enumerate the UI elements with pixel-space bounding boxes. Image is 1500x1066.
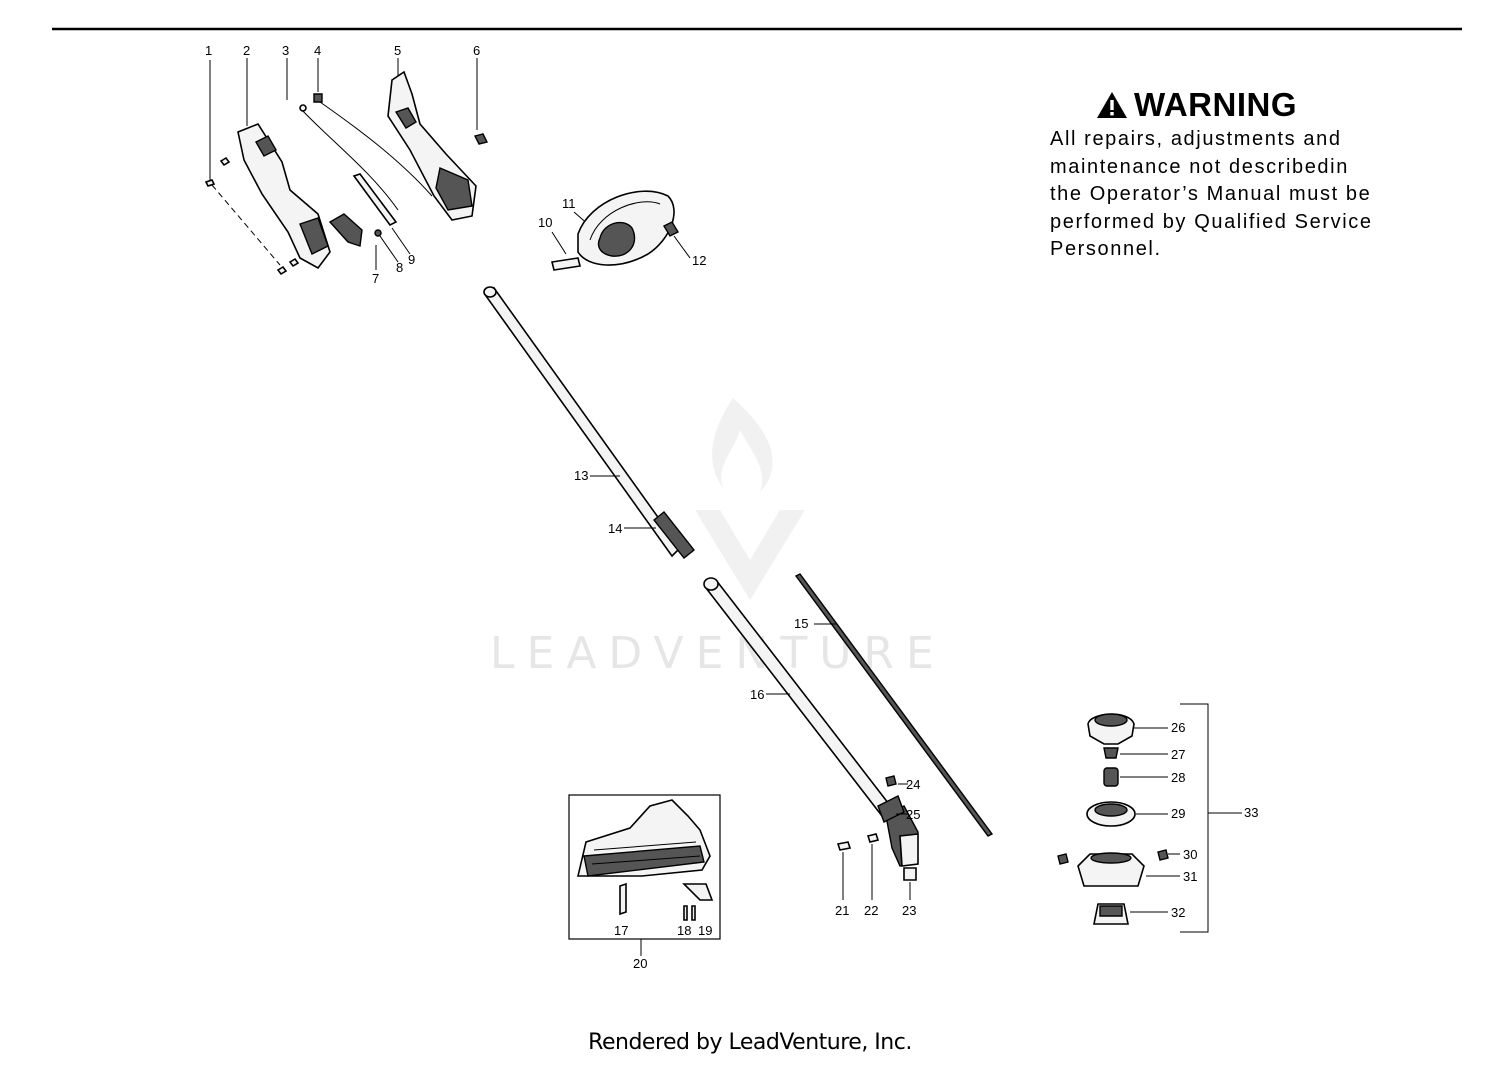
part-20-guard-kit-box — [568, 794, 721, 956]
warning-title: WARNING — [1096, 86, 1430, 124]
warning-line-2: maintenance not describedin — [1050, 155, 1349, 178]
callout-2: 2 — [243, 43, 250, 58]
part-31-housing — [1077, 852, 1180, 887]
warning-line-5: Personnel. — [1050, 238, 1162, 260]
callout-12: 12 — [692, 253, 706, 268]
part-12-knob — [663, 221, 691, 259]
callout-29: 29 — [1171, 806, 1185, 821]
part-19-blade — [682, 883, 714, 901]
callout-30: 30 — [1183, 847, 1197, 862]
part-3-wire — [286, 58, 399, 211]
callout-3: 3 — [282, 43, 289, 58]
part-30-eyelets — [1057, 849, 1180, 865]
callout-16: 16 — [750, 687, 764, 702]
callout-6: 6 — [473, 43, 480, 58]
callout-25: 25 — [906, 807, 920, 822]
callout-11: 11 — [562, 196, 576, 211]
warning-line-4: performed by Qualified Service — [1050, 210, 1373, 233]
part-8-spring — [374, 229, 399, 263]
part-7-trigger — [328, 213, 377, 270]
part-16-lower-shaft — [703, 577, 894, 818]
callout-22: 22 — [864, 903, 878, 918]
watermark-text: LEADVENTURE — [490, 628, 946, 679]
warning-line-3: the Operator’s Manual must be — [1050, 183, 1372, 205]
part-23-gear-head — [885, 805, 919, 900]
watermark-logo — [695, 398, 805, 600]
callout-19: 19 — [698, 923, 712, 938]
part-10-bolt — [551, 231, 581, 271]
callout-24: 24 — [906, 777, 920, 792]
callout-28: 28 — [1171, 770, 1185, 785]
part-9-link — [352, 173, 411, 255]
callout-8: 8 — [396, 260, 403, 275]
callout-10: 10 — [538, 215, 552, 230]
part-22-screw — [866, 833, 880, 900]
guard — [576, 799, 711, 877]
callout-27: 27 — [1171, 747, 1185, 762]
part-29-spool — [1086, 801, 1168, 827]
callout-23: 23 — [902, 903, 916, 918]
part-24-bolt — [885, 775, 908, 787]
callout-9: 9 — [408, 252, 415, 267]
callout-7: 7 — [372, 271, 379, 286]
part-5-handle-half — [387, 58, 477, 221]
callout-1: 1 — [205, 43, 212, 58]
warning-text: All repairs, adjustments and maintenance… — [1050, 126, 1430, 264]
callout-33: 33 — [1244, 805, 1258, 820]
footer-credit: Rendered by LeadVenture, Inc. — [588, 1030, 912, 1055]
callout-5: 5 — [394, 43, 401, 58]
part-28-spring — [1103, 767, 1168, 787]
callout-13: 13 — [574, 468, 588, 483]
part-21-pin — [836, 841, 852, 900]
part-18-screws — [683, 905, 696, 921]
part-2-handle-half — [219, 58, 331, 276]
callout-15: 15 — [794, 616, 808, 631]
part-17-screw — [619, 882, 627, 916]
warning-line-1: All repairs, adjustments and — [1050, 128, 1342, 150]
callout-21: 21 — [835, 903, 849, 918]
part-32-bump-knob — [1093, 903, 1168, 925]
callout-18: 18 — [677, 923, 691, 938]
callout-26: 26 — [1171, 720, 1185, 735]
part-1-screw — [204, 60, 281, 266]
warning-triangle-icon — [1097, 92, 1127, 118]
part-6-nut — [473, 58, 489, 145]
part-26-cover — [1087, 713, 1168, 745]
part-13-upper-shaft — [483, 286, 682, 558]
callout-31: 31 — [1183, 869, 1197, 884]
callout-14: 14 — [608, 521, 622, 536]
callout-17: 17 — [614, 923, 628, 938]
part-11-assist-handle — [573, 190, 675, 266]
part-15-drive-shaft — [794, 573, 994, 837]
part-14-coupler — [624, 511, 695, 559]
warning-title-text: WARNING — [1134, 86, 1297, 123]
warning-block: WARNING All repairs, adjustments and mai… — [1050, 86, 1430, 264]
part-27-eyelet — [1103, 747, 1168, 759]
part-4-wire-harness — [313, 58, 433, 197]
callout-4: 4 — [314, 43, 321, 58]
part-33-bracket — [1180, 703, 1242, 933]
part-25-clamp — [877, 795, 908, 823]
callout-20: 20 — [633, 956, 647, 971]
callout-32: 32 — [1171, 905, 1185, 920]
